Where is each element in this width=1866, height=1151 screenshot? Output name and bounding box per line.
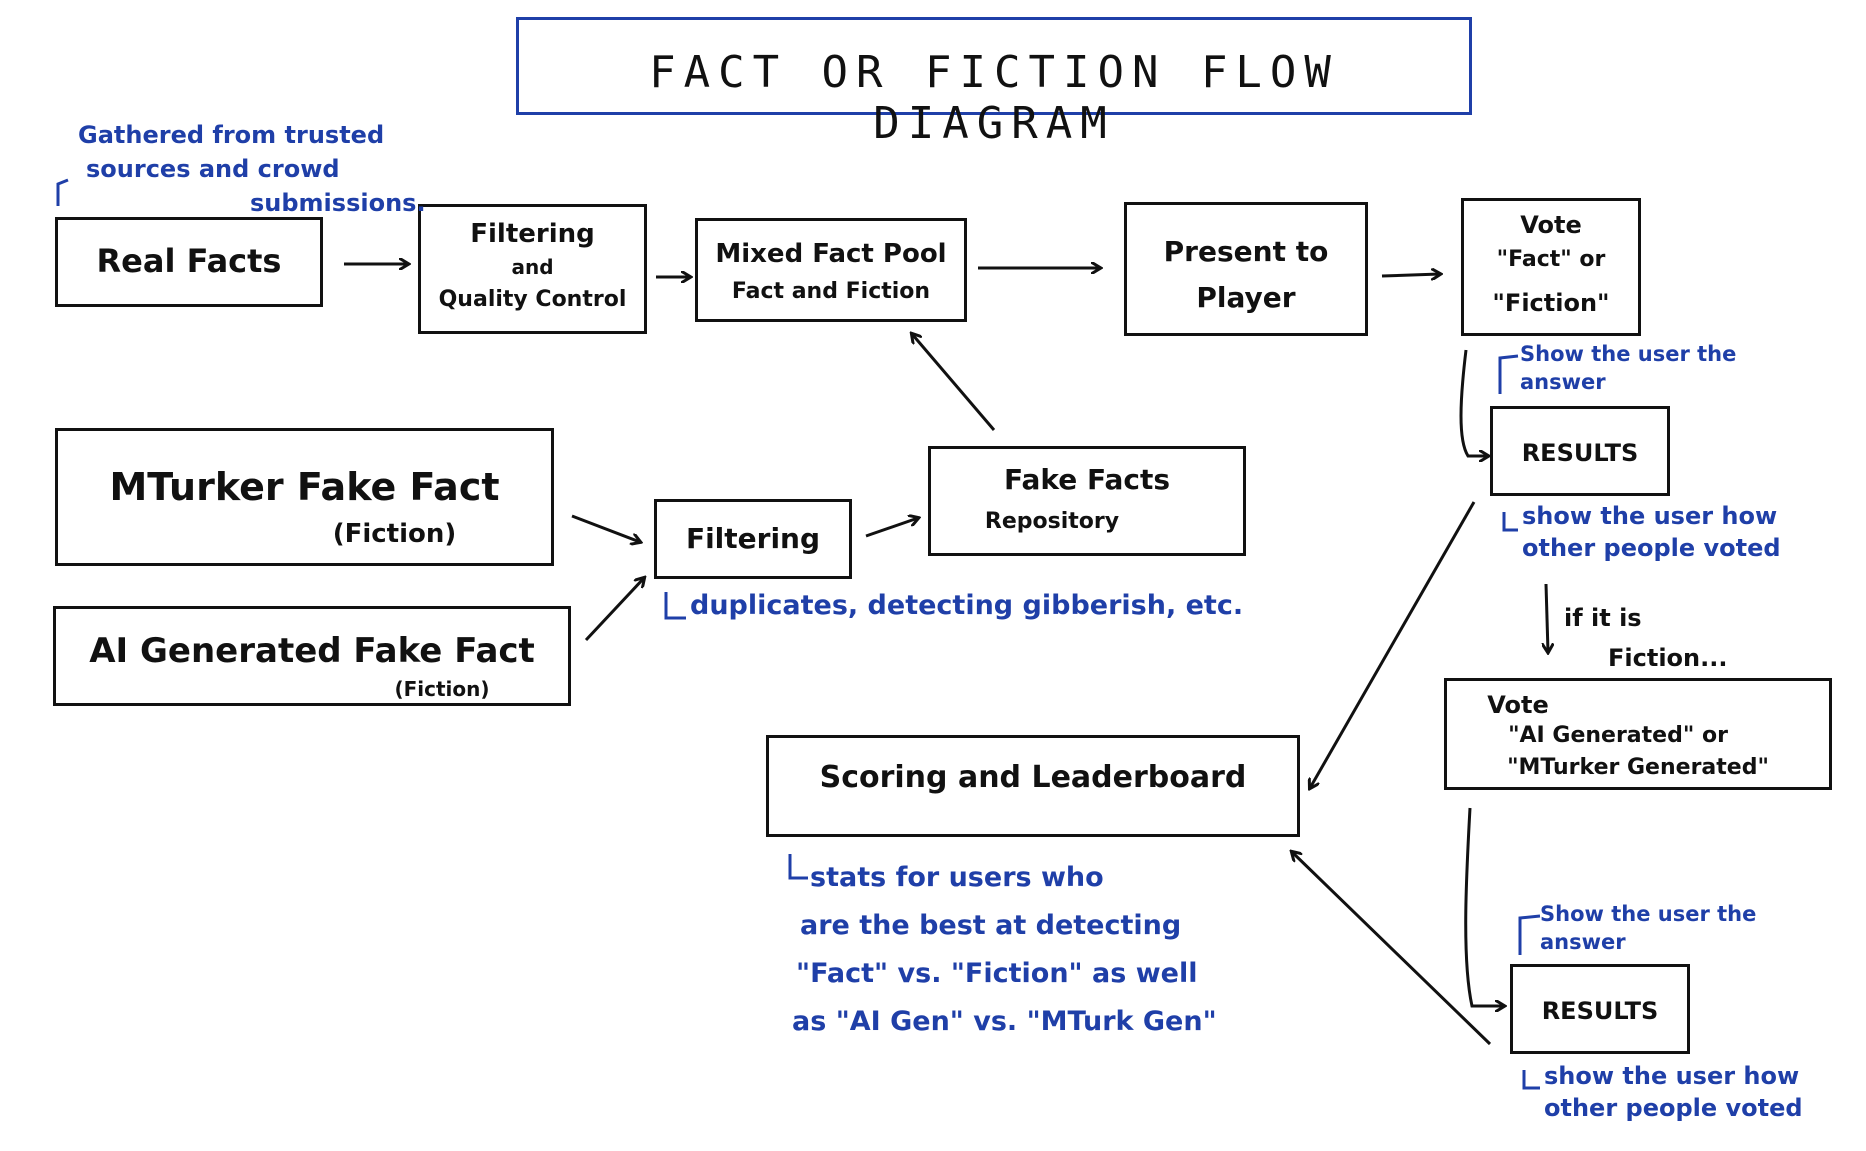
note-show-voted-2-line2: other people voted (1544, 1094, 1803, 1122)
node-vote-source-line3: "MTurker Generated" (1507, 755, 1769, 780)
note-stats-line1: stats for users who (810, 862, 1104, 893)
bracket-show-voted-1 (1502, 512, 1518, 532)
node-mturker-fake-fact: MTurker Fake Fact (Fiction) (55, 428, 554, 566)
node-mixed-fact-pool: Mixed Fact Pool Fact and Fiction (695, 218, 967, 322)
node-filtering-label: Filtering (685, 522, 821, 555)
note-stats: stats for users who are the best at dete… (792, 854, 1217, 1046)
note-if-fiction-line1: if it is (1564, 604, 1642, 632)
arrow-results-to-scoring (1310, 501, 1476, 788)
node-ai-line1: AI Generated Fake Fact (89, 631, 535, 671)
note-show-answer-2-line2: answer (1540, 930, 1626, 954)
arrow-vote-source-to-results (1464, 807, 1504, 1006)
diagram-title: FACT OR FICTION FLOW DIAGRAM (649, 47, 1339, 149)
node-filtering-qc-line1: Filtering (470, 219, 595, 249)
arrow-vote-to-results (1459, 349, 1488, 456)
note-stats-line3: "Fact" vs. "Fiction" as well (796, 958, 1198, 989)
arrow-present-to-vote (1381, 274, 1440, 276)
arrow-results-to-scoring-2 (1292, 852, 1492, 1046)
node-filtering: Filtering (654, 499, 852, 579)
node-vote-fact-line2: "Fact" or (1496, 247, 1606, 272)
node-results-1: RESULTS (1490, 406, 1670, 496)
bracket-show-answer-1 (1498, 354, 1519, 394)
bracket-gathered (56, 178, 69, 206)
note-show-answer-2: Show the user the answer (1540, 900, 1756, 956)
node-present-line2: Player (1196, 281, 1296, 314)
note-show-voted-2: show the user how other people voted (1544, 1060, 1803, 1124)
node-vote-fact-line3: "Fiction" (1492, 289, 1610, 317)
note-gathered-line2: sources and crowd (86, 155, 340, 183)
node-vote-ai-or-mturker: Vote "AI Generated" or "MTurker Generate… (1444, 678, 1832, 790)
node-present-line1: Present to (1163, 235, 1329, 268)
note-show-answer-1-line2: answer (1520, 370, 1606, 394)
node-vote-fact-line1: Vote (1520, 211, 1582, 239)
node-mixed-pool-line2: Fact and Fiction (731, 279, 931, 304)
note-show-voted-1-line2: other people voted (1522, 534, 1781, 562)
note-gathered-sources: Gathered from trusted sources and crowd … (78, 118, 426, 220)
note-show-voted-1: show the user how other people voted (1522, 500, 1781, 564)
arrow-repo-to-pool (912, 334, 996, 431)
node-fake-facts-repository: Fake Facts Repository (928, 446, 1246, 556)
note-duplicates-line1: duplicates, detecting gibberish, etc. (690, 590, 1244, 621)
node-ai-line2: (Fiction) (394, 677, 490, 701)
bracket-show-answer-2 (1518, 914, 1541, 955)
node-real-facts: Real Facts (55, 217, 323, 307)
arrow-results-to-vote-source (1546, 583, 1548, 652)
arrow-mturker-to-filtering (571, 514, 640, 542)
node-vote-fact-or-fiction: Vote "Fact" or "Fiction" (1461, 198, 1641, 336)
node-filtering-qc-line3: Quality Control (438, 287, 627, 312)
node-filtering-quality-control: Filtering and Quality Control (418, 204, 647, 334)
note-show-voted-1-line1: show the user how (1522, 502, 1778, 530)
note-show-answer-2-line1: Show the user the (1540, 902, 1757, 926)
node-mturker-line1: MTurker Fake Fact (109, 465, 500, 509)
node-fake-repo-line2: Repository (984, 509, 1120, 534)
note-gathered-line3: submissions. (250, 189, 426, 217)
node-fake-repo-line1: Fake Facts (1003, 463, 1171, 496)
bracket-stats (788, 854, 808, 880)
note-duplicates: duplicates, detecting gibberish, etc. (690, 590, 1243, 621)
arrow-filtering-to-repo (865, 518, 918, 538)
node-real-facts-label: Real Facts (96, 242, 282, 280)
node-ai-generated-fake-fact: AI Generated Fake Fact (Fiction) (53, 606, 571, 706)
arrow-ai-to-filtering (584, 578, 644, 642)
bracket-duplicates (664, 592, 686, 620)
node-filtering-qc-line2: and (511, 255, 554, 279)
node-results-2-label: RESULTS (1541, 997, 1659, 1025)
node-scoring-and-leaderboard: Scoring and Leaderboard (766, 735, 1300, 837)
node-present-to-player: Present to Player (1124, 202, 1368, 336)
note-stats-line4: as "AI Gen" vs. "MTurk Gen" (792, 1006, 1217, 1037)
node-vote-source-line2: "AI Generated" or (1508, 723, 1728, 748)
note-if-fiction-line2: Fiction... (1608, 644, 1728, 672)
note-show-answer-1-line1: Show the user the (1520, 342, 1737, 366)
node-mturker-line2: (Fiction) (332, 519, 457, 549)
diagram-title-box: FACT OR FICTION FLOW DIAGRAM (516, 17, 1472, 149)
node-scoring-label: Scoring and Leaderboard (819, 760, 1247, 795)
node-results-2: RESULTS (1510, 964, 1690, 1054)
node-results-1-label: RESULTS (1521, 439, 1639, 467)
note-stats-line2: are the best at detecting (800, 910, 1182, 941)
node-vote-source-line1: Vote (1487, 691, 1549, 719)
note-show-voted-2-line1: show the user how (1544, 1062, 1800, 1090)
node-mixed-pool-line1: Mixed Fact Pool (715, 239, 947, 269)
bracket-show-voted-2 (1522, 1070, 1540, 1090)
note-gathered-line1: Gathered from trusted (78, 121, 385, 149)
note-if-fiction: if it is Fiction... (1564, 598, 1727, 678)
note-show-answer-1: Show the user the answer (1520, 340, 1736, 396)
